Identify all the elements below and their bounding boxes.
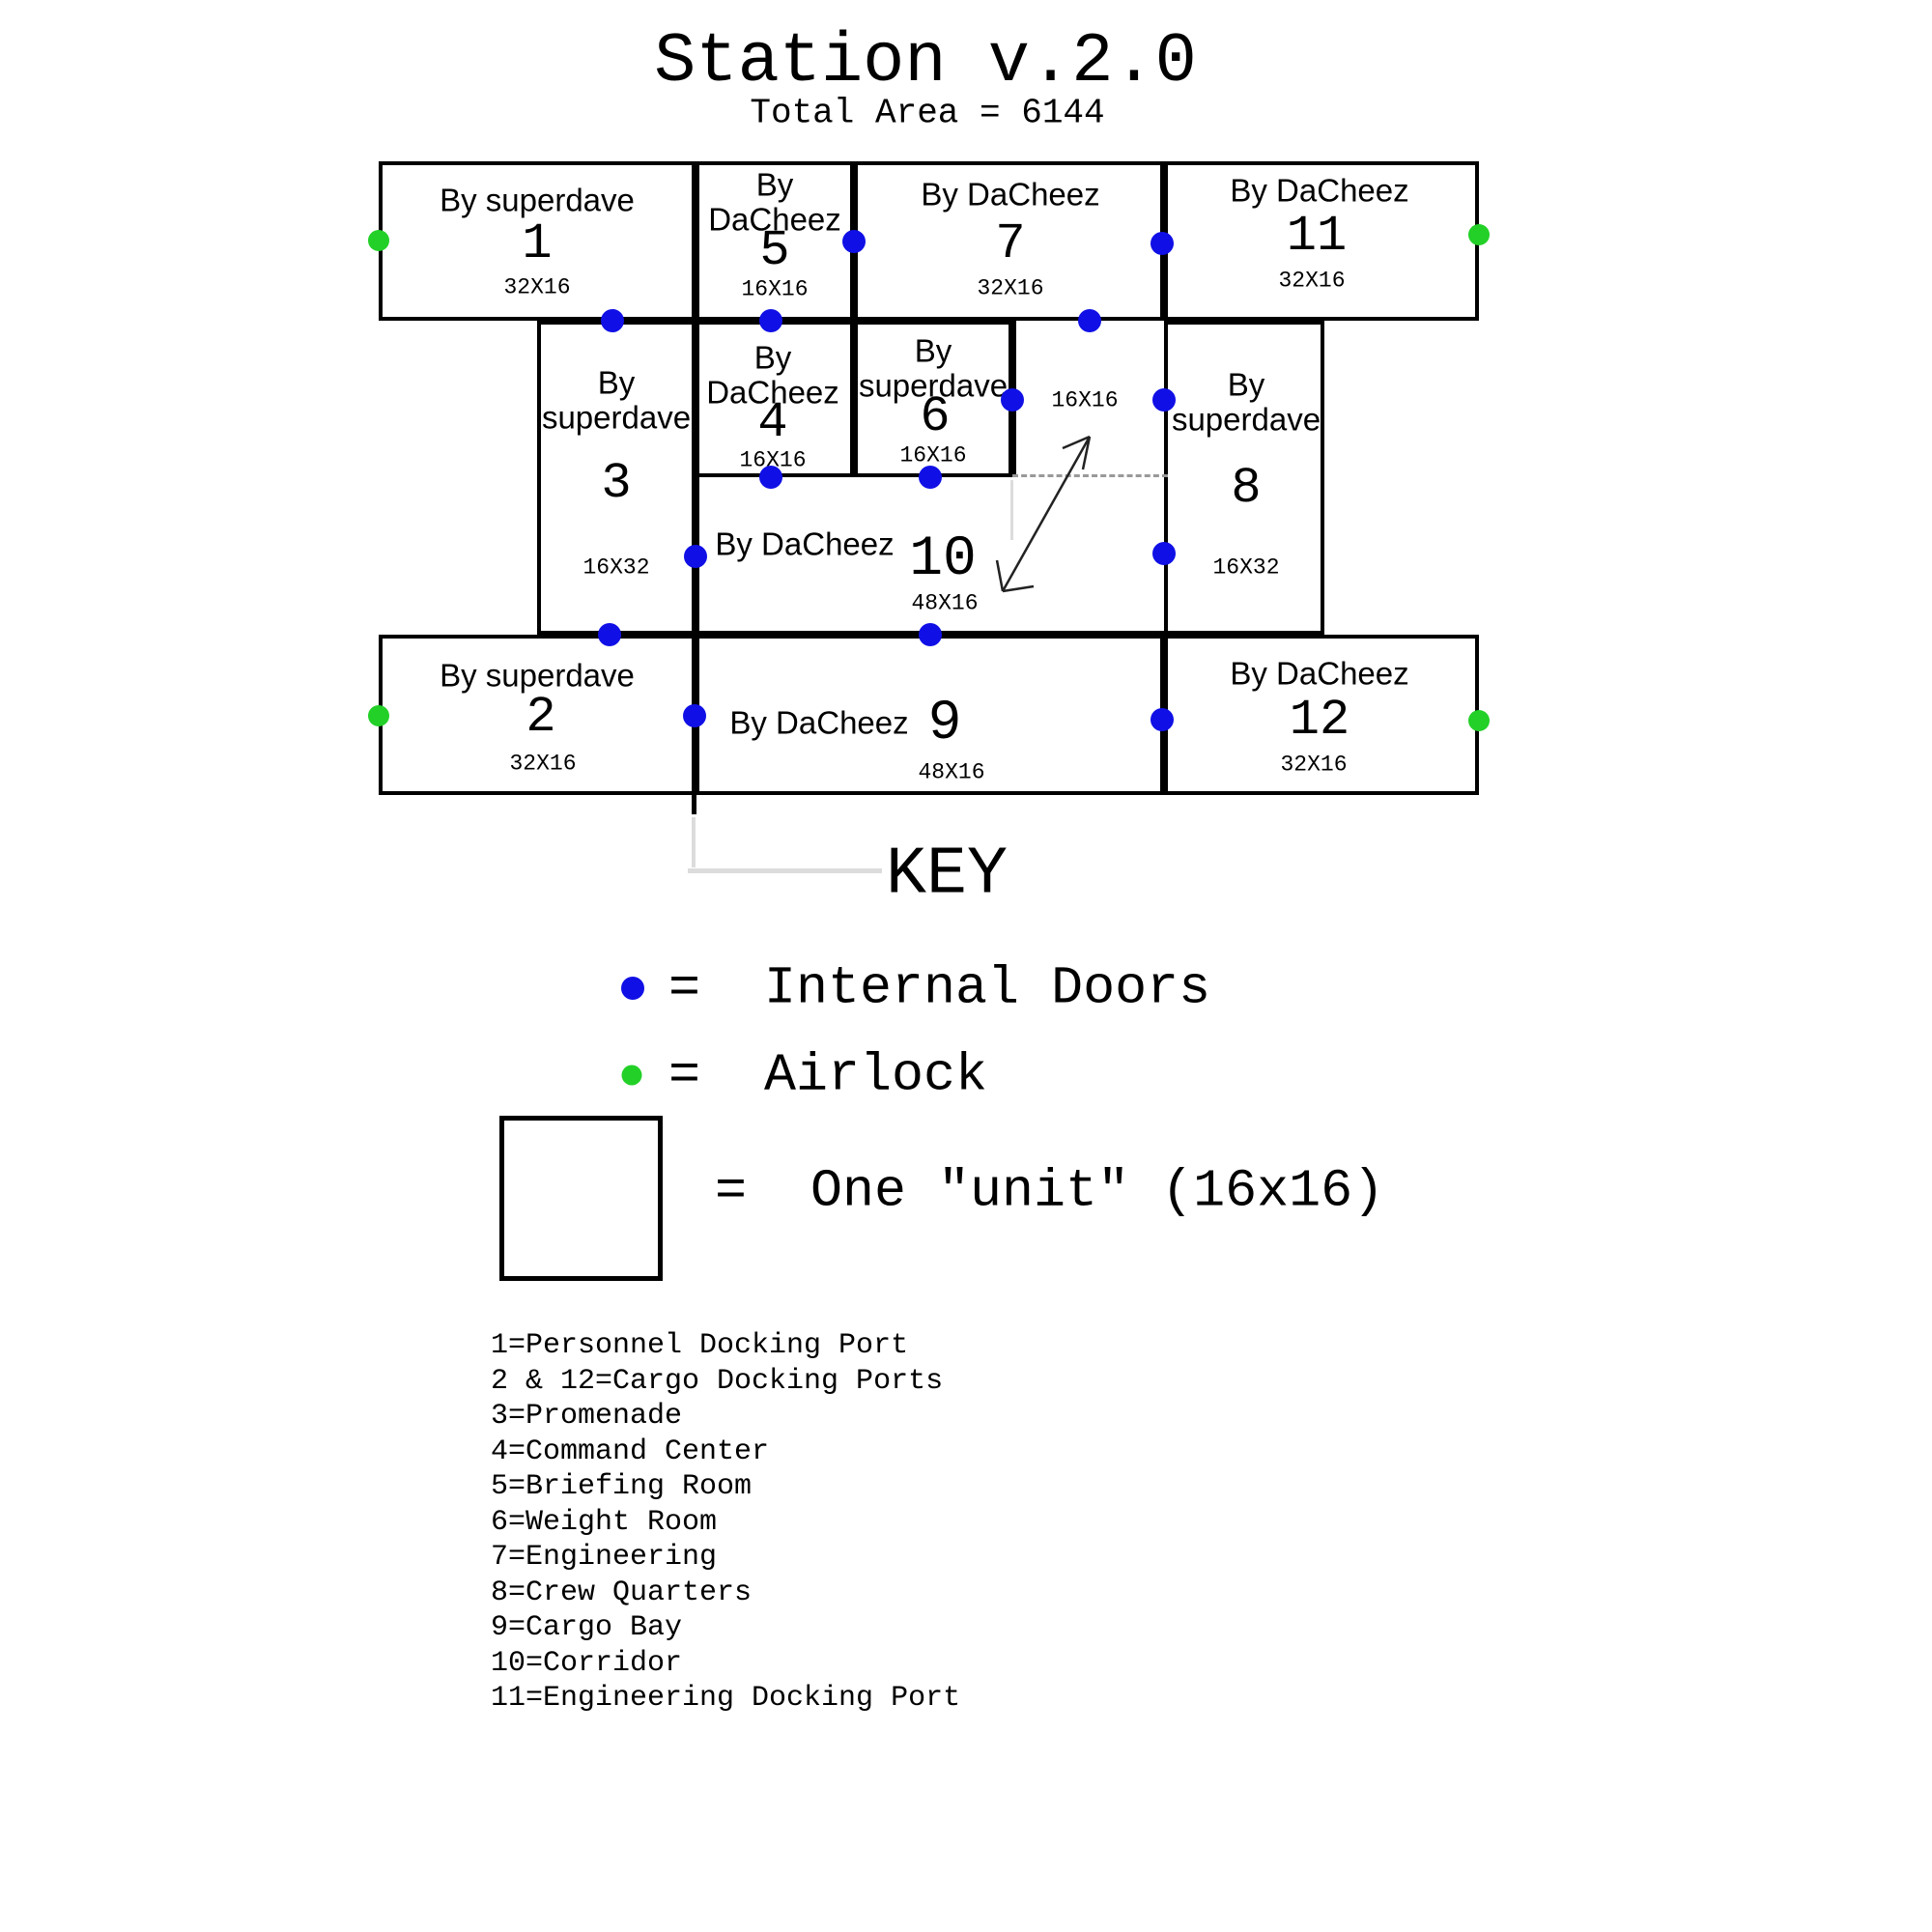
room-1-label: 1 <box>522 215 553 272</box>
room-7-label: By DaCheez <box>921 176 1100 213</box>
airlock-dot <box>368 705 389 726</box>
room-10-label: By DaCheez <box>715 526 895 562</box>
airlock-dot <box>1468 224 1490 245</box>
room-1-label: By superdave <box>440 182 635 218</box>
room-7-label: 32X16 <box>977 275 1044 301</box>
page-title: Station v.2.0 <box>654 22 1197 101</box>
room-3-label: By <box>597 364 636 401</box>
room-4-label: By <box>753 339 792 376</box>
room-8-label: 16X32 <box>1212 554 1280 581</box>
room-11-label: 32X16 <box>1278 268 1346 294</box>
room-2-label: 2 <box>526 689 556 746</box>
internal-door-dot <box>842 230 866 253</box>
room-11-label: 11 <box>1286 208 1348 265</box>
room-11 <box>1164 161 1479 321</box>
room-3-label: superdave <box>541 399 692 436</box>
room-3 <box>537 321 696 635</box>
room-8-label: 8 <box>1231 460 1262 517</box>
internal-door-dot <box>683 704 706 727</box>
legend-item: 2 & 12=Cargo Docking Ports <box>491 1364 944 1398</box>
room-12-label: By DaCheez <box>1230 655 1409 692</box>
internal-door-dot <box>601 309 624 332</box>
room-12-label: 32X16 <box>1280 752 1348 778</box>
room-11-label: By DaCheez <box>1230 172 1409 209</box>
legend-item: 11=Engineering Docking Port <box>491 1682 961 1715</box>
room-1-label: 32X16 <box>503 274 571 300</box>
wall-stub <box>692 795 696 814</box>
total-area-subtitle: Total Area = 6144 <box>750 93 1105 133</box>
faint-line <box>692 817 696 867</box>
internal-door-dot <box>759 466 782 489</box>
room-9-label: By DaCheez <box>729 704 909 741</box>
key-internal-doors-label: = Internal Doors <box>668 957 1211 1019</box>
room-9-label: 48X16 <box>918 759 985 785</box>
internal-door-dot <box>598 623 621 646</box>
key-heading: KEY <box>885 837 1009 914</box>
room-1 <box>379 161 696 321</box>
room-10-annex <box>1012 321 1168 477</box>
room-7-label: 7 <box>995 215 1026 272</box>
airlock-dot <box>368 230 389 251</box>
room-3-label: 16X32 <box>582 554 650 581</box>
legend-item: 9=Cargo Bay <box>491 1611 683 1644</box>
faint-line <box>688 868 882 873</box>
room-6-label: 6 <box>920 388 951 445</box>
legend-item: 7=Engineering <box>491 1541 718 1574</box>
room-3-label: 3 <box>601 455 632 512</box>
unit-square-icon <box>499 1116 663 1281</box>
internal-door-dot <box>919 466 942 489</box>
room-8 <box>1164 321 1324 635</box>
room-5-label: DaCheez <box>708 201 841 238</box>
room-7 <box>854 161 1164 321</box>
room-5 <box>696 161 854 321</box>
internal-door-dot <box>1151 232 1174 255</box>
room-2-label: By superdave <box>440 657 635 694</box>
internal-door-dot <box>1152 542 1176 565</box>
faint-line <box>1010 480 1013 540</box>
room-4-label: 4 <box>757 394 788 451</box>
room-4-label: DaCheez <box>706 374 839 411</box>
room-8-label: By <box>1227 366 1265 403</box>
internal-door-dot <box>684 545 707 568</box>
internal-door-dot <box>1151 708 1174 731</box>
internal-door-dot <box>759 309 782 332</box>
room-5-label: 5 <box>759 222 790 279</box>
legend-item: 3=Promenade <box>491 1400 683 1433</box>
legend-item: 4=Command Center <box>491 1435 770 1468</box>
room-5-label: 16X16 <box>741 276 809 302</box>
room-6 <box>854 321 1012 477</box>
internal-door-dot <box>621 977 644 1000</box>
legend-item: 6=Weight Room <box>491 1505 718 1539</box>
internal-door-dot <box>1078 309 1101 332</box>
key-unit-label: = One "unit" (16x16) <box>715 1160 1385 1222</box>
internal-door-dot <box>919 623 942 646</box>
legend-item: 8=Crew Quarters <box>491 1576 753 1609</box>
room-8-label: superdave <box>1171 401 1321 438</box>
room-6-label: By <box>914 332 952 369</box>
room-6-label: superdave <box>858 367 1009 404</box>
room-5-label: By <box>755 166 794 203</box>
key-airlock-label: = Airlock <box>668 1044 988 1106</box>
room-4-label: 16X16 <box>739 447 807 473</box>
legend-item: 5=Briefing Room <box>491 1470 753 1503</box>
room-9-label: 9 <box>927 693 962 755</box>
room-6-label: 16X16 <box>899 442 967 469</box>
room-10-label: 10 <box>909 528 977 591</box>
internal-door-dot <box>1001 388 1024 412</box>
room-10-label: 48X16 <box>911 590 979 616</box>
legend-item: 1=Personnel Docking Port <box>491 1329 909 1362</box>
airlock-dot <box>621 1065 642 1086</box>
room-12-label: 12 <box>1289 692 1350 749</box>
airlock-dot <box>1468 710 1490 731</box>
internal-door-dot <box>1152 388 1176 412</box>
room-10-annex-label: 16X16 <box>1051 387 1119 413</box>
room-2-label: 32X16 <box>509 751 577 777</box>
legend-item: 10=Corridor <box>491 1646 683 1680</box>
open-boundary-dashed-line <box>1012 474 1168 477</box>
